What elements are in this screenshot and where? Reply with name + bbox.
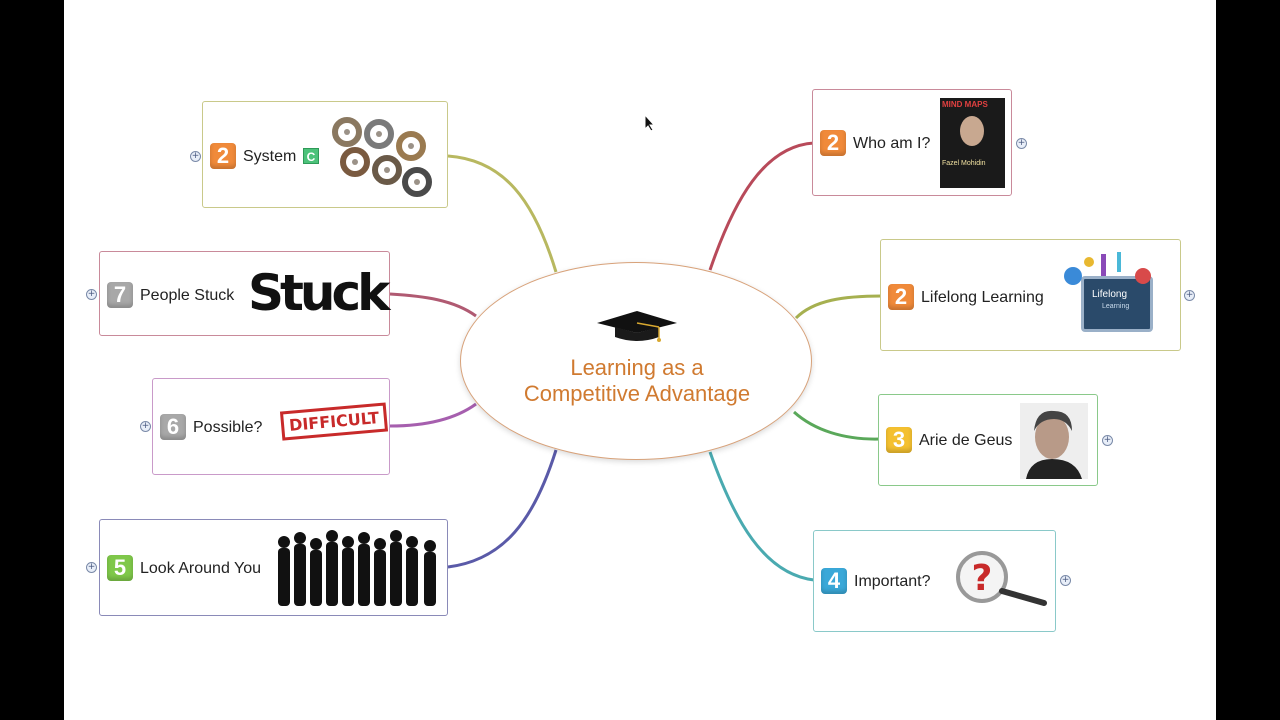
svg-text:?: ? bbox=[972, 558, 993, 599]
topic-important[interactable]: 4 Important? ? bbox=[813, 530, 1056, 632]
lifelong-board-image: Lifelong Learning bbox=[1081, 276, 1153, 332]
expand-look-around[interactable]: + bbox=[86, 562, 97, 573]
magazine-title: MIND MAPS bbox=[942, 100, 988, 109]
expand-system[interactable]: + bbox=[190, 151, 201, 162]
link-system bbox=[447, 154, 558, 273]
priority-badge: 2 bbox=[820, 130, 846, 156]
priority-badge: 2 bbox=[888, 284, 914, 310]
topic-label-look-around: Look Around You bbox=[140, 560, 262, 577]
graduation-cap-icon bbox=[597, 311, 677, 342]
stuck-image: Stuck bbox=[248, 264, 390, 322]
expand-lifelong[interactable]: + bbox=[1184, 290, 1195, 301]
magazine-cover-image: MIND MAPS Fazel Mohidin bbox=[940, 98, 1005, 188]
gears-image bbox=[332, 117, 432, 197]
topic-label-arie: Arie de Geus bbox=[919, 432, 1013, 449]
expand-arie[interactable]: + bbox=[1102, 435, 1113, 446]
board-text-1: Lifelong bbox=[1092, 289, 1128, 300]
topic-possible[interactable]: 6 Possible? DIFFICULT bbox=[152, 378, 390, 475]
central-topic[interactable]: Learning as a Competitive Advantage bbox=[460, 262, 812, 460]
portrait-image bbox=[1020, 403, 1088, 479]
topic-who-am-i[interactable]: 2 Who am I? MIND MAPS Fazel Mohidin bbox=[812, 89, 1012, 196]
mindmap-canvas: Learning as a Competitive Advantage 2 Sy… bbox=[64, 0, 1216, 720]
topic-label-system: System bbox=[243, 148, 297, 165]
magazine-portrait bbox=[960, 116, 984, 146]
difficult-stamp-image: DIFFICULT bbox=[279, 402, 389, 441]
expand-who-am-i[interactable]: + bbox=[1016, 138, 1027, 149]
priority-badge: 2 bbox=[210, 143, 236, 169]
link-who-am-i bbox=[708, 141, 815, 271]
topic-people-stuck[interactable]: 7 People Stuck Stuck bbox=[99, 251, 390, 336]
central-title-line2: Competitive Advantage bbox=[523, 381, 751, 406]
priority-badge: 6 bbox=[160, 414, 186, 440]
question-magnifier-icon: ? bbox=[956, 551, 1047, 606]
magazine-name: Fazel Mohidin bbox=[942, 160, 986, 167]
expand-important[interactable]: + bbox=[1060, 575, 1071, 586]
priority-badge: 4 bbox=[821, 568, 847, 594]
topic-look-around[interactable]: 5 Look Around You bbox=[99, 519, 448, 616]
science-icons-image bbox=[1064, 252, 1151, 285]
link-look-around bbox=[447, 449, 558, 569]
branch-links bbox=[389, 141, 883, 582]
topic-label-lifelong: Lifelong Learning bbox=[921, 289, 1044, 306]
crowd-silhouette-image bbox=[278, 530, 436, 606]
priority-badge: 3 bbox=[886, 427, 912, 453]
link-people-stuck bbox=[389, 292, 477, 318]
expand-people-stuck[interactable]: + bbox=[86, 289, 97, 300]
topic-lifelong[interactable]: 2 Lifelong Learning Lifelong Learning bbox=[880, 239, 1181, 351]
link-lifelong bbox=[794, 294, 883, 320]
expand-possible[interactable]: + bbox=[140, 421, 151, 432]
topic-label-people-stuck: People Stuck bbox=[140, 287, 235, 304]
link-possible bbox=[389, 402, 477, 428]
topic-label-important: Important? bbox=[854, 573, 931, 590]
link-important bbox=[708, 451, 815, 582]
priority-badge: 5 bbox=[107, 555, 133, 581]
flag-c-badge: C bbox=[303, 148, 319, 164]
mouse-cursor-icon bbox=[644, 114, 656, 132]
topic-label-possible: Possible? bbox=[193, 419, 263, 436]
central-title-line1: Learning as a bbox=[570, 355, 704, 380]
topic-arie[interactable]: 3 Arie de Geus bbox=[878, 394, 1098, 486]
topic-label-who-am-i: Who am I? bbox=[853, 135, 931, 152]
link-arie bbox=[792, 410, 881, 441]
board-text-2: Learning bbox=[1102, 303, 1130, 310]
topic-system[interactable]: 2 System C bbox=[202, 101, 448, 208]
priority-badge: 7 bbox=[107, 282, 133, 308]
